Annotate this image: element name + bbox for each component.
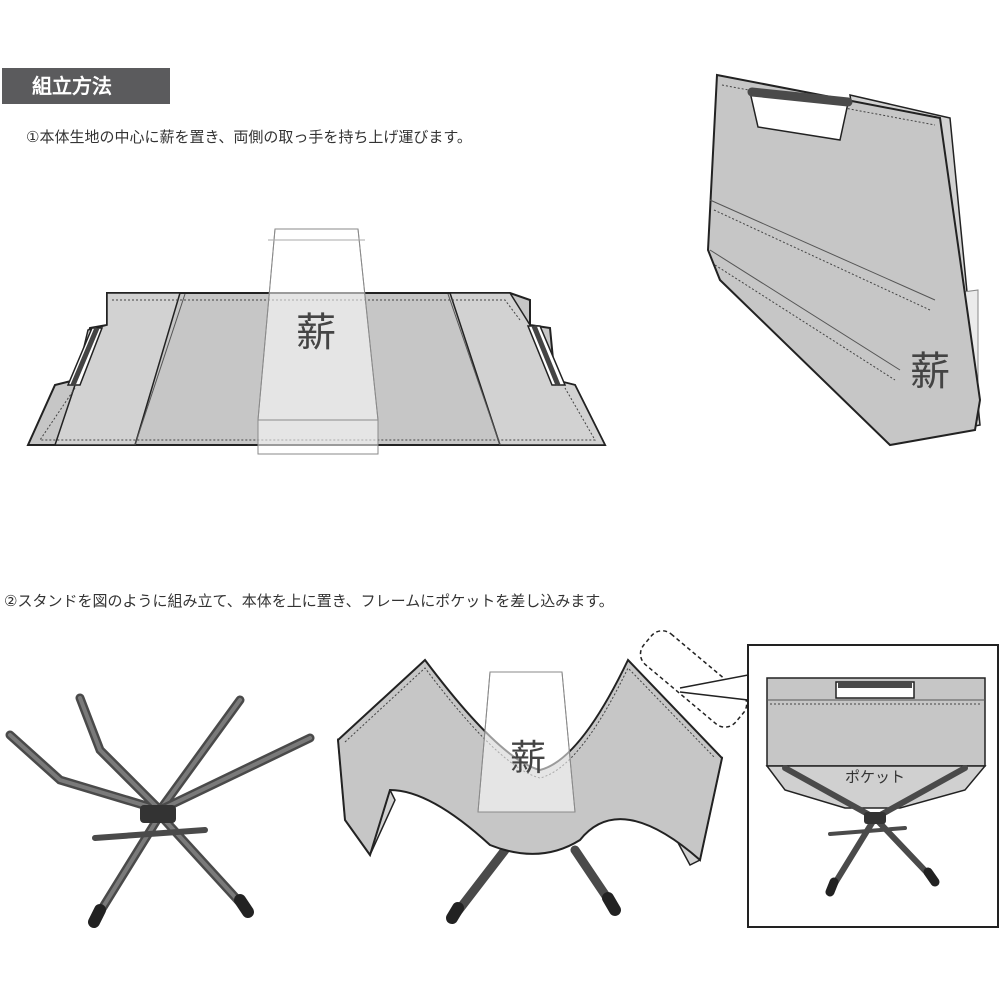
- carried-bag: 薪: [706, 73, 982, 447]
- right-handle-icon: [526, 325, 567, 386]
- bag-on-stand: 薪: [336, 630, 748, 924]
- left-handle-icon: [66, 327, 104, 386]
- detail-inset: ポケット: [679, 644, 999, 928]
- step-1-text: ①本体生地の中心に薪を置き、両側の取っ手を持ち上げ運びます。: [26, 128, 472, 146]
- inset-handle-icon: [835, 681, 915, 699]
- flat-fabric-sheet: 薪: [26, 228, 607, 455]
- section-title: 組立方法: [2, 68, 170, 104]
- step-2-text: ②スタンドを図のように組み立て、本体を上に置き、フレームにポケットを差し込みます…: [4, 592, 614, 610]
- firewood-box: [257, 228, 379, 455]
- bag-handle-icon: [747, 87, 853, 141]
- pocket-label: ポケット: [845, 768, 905, 786]
- stand-frame: [5, 693, 315, 928]
- firewood-label-1: 薪: [296, 310, 336, 356]
- firewood-label-2: 薪: [910, 349, 950, 395]
- firewood-label-3: 薪: [510, 738, 546, 779]
